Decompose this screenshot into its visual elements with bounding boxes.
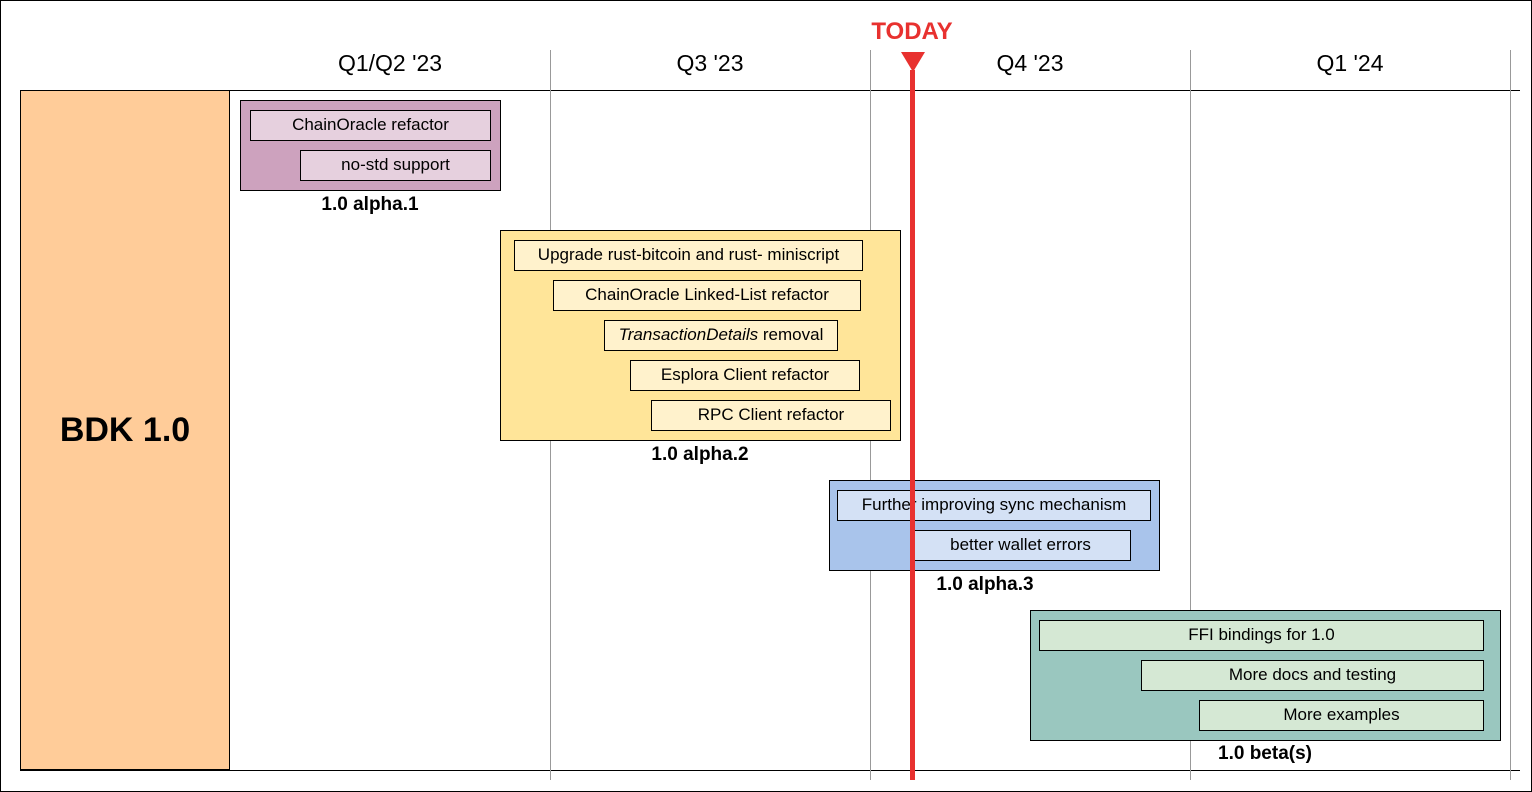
task-transactiondetails-removal: TransactionDetails removal xyxy=(604,320,838,351)
task-docs-and-testing: More docs and testing xyxy=(1141,660,1484,691)
quarter-gridline xyxy=(1510,50,1511,780)
release-label-alpha3: 1.0 alpha.3 xyxy=(936,574,1034,595)
task-sync-mechanism: Further improving sync mechanism xyxy=(837,490,1151,521)
today-marker-line xyxy=(910,70,915,780)
quarter-gridline xyxy=(1190,50,1191,780)
today-label: TODAY xyxy=(871,18,953,45)
quarter-label-q1-24: Q1 '24 xyxy=(1316,50,1384,76)
task-text-italic: TransactionDetails xyxy=(618,325,759,344)
task-chainoracle-linked-list: ChainOracle Linked-List refactor xyxy=(553,280,861,311)
release-label-alpha1: 1.0 alpha.1 xyxy=(321,194,419,215)
task-text-rest: removal xyxy=(758,325,824,344)
release-label-alpha2: 1.0 alpha.2 xyxy=(651,444,749,465)
project-title: BDK 1.0 xyxy=(59,410,191,449)
project-label-box: BDK 1.0 xyxy=(20,90,230,770)
task-upgrade-rust-bitcoin: Upgrade rust-bitcoin and rust- miniscrip… xyxy=(514,240,863,271)
header-divider xyxy=(20,90,1520,91)
task-rpc-client-refactor: RPC Client refactor xyxy=(651,400,891,431)
task-no-std-support: no-std support xyxy=(300,150,491,181)
quarter-label-q3-23: Q3 '23 xyxy=(676,50,744,76)
footer-divider xyxy=(20,770,1520,771)
task-more-examples: More examples xyxy=(1199,700,1484,731)
quarter-label-q4-23: Q4 '23 xyxy=(996,50,1064,76)
quarter-label-q1q2-23: Q1/Q2 '23 xyxy=(337,50,443,76)
task-chainoracle-refactor: ChainOracle refactor xyxy=(250,110,491,141)
release-label-beta: 1.0 beta(s) xyxy=(1218,743,1312,764)
task-ffi-bindings: FFI bindings for 1.0 xyxy=(1039,620,1484,651)
today-marker-arrow xyxy=(901,52,925,72)
task-wallet-errors: better wallet errors xyxy=(910,530,1131,561)
task-esplora-client-refactor: Esplora Client refactor xyxy=(630,360,860,391)
